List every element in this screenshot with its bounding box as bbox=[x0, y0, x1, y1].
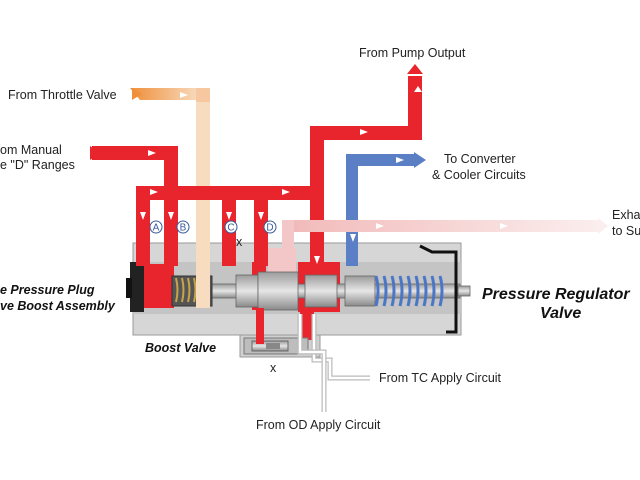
port-a-label: A bbox=[153, 223, 160, 234]
port-d-marker bbox=[263, 220, 277, 234]
throttle-valve-label: From Throttle Valve bbox=[8, 88, 117, 102]
regulator-spring bbox=[374, 275, 444, 307]
port-c-label: C bbox=[227, 223, 234, 234]
spring-retainer bbox=[419, 244, 458, 334]
exhaust-circuit bbox=[282, 218, 608, 264]
manual-valve-label-1: om Manual bbox=[0, 143, 62, 157]
pump-output-label: From Pump Output bbox=[359, 46, 466, 60]
boost-valve-label: Boost Valve bbox=[145, 341, 216, 355]
port-d-label: D bbox=[266, 223, 273, 234]
regulator-title-2: Valve bbox=[540, 305, 581, 322]
port-b-marker bbox=[176, 220, 190, 234]
regulator-title-1: Pressure Regulator bbox=[482, 286, 630, 303]
line-pressure-circuit bbox=[90, 64, 423, 344]
apply-circuits bbox=[297, 314, 370, 412]
regulator-spool bbox=[209, 271, 471, 311]
tc-apply-label: From TC Apply Circuit bbox=[379, 371, 502, 385]
flow-arrows bbox=[140, 86, 508, 264]
pressure-plug-label-2: ve Boost Assembly bbox=[0, 299, 116, 313]
manual-valve-label-2: e "D" Ranges bbox=[0, 158, 75, 172]
boost-exhaust-mark-x: x bbox=[270, 361, 277, 375]
pressure-plug-label-1: e Pressure Plug bbox=[0, 283, 95, 297]
port-a-marker bbox=[149, 220, 163, 234]
converter-circuit bbox=[346, 152, 426, 266]
exhaust-label-2: to Su bbox=[612, 224, 640, 238]
converter-label-2: & Cooler Circuits bbox=[432, 168, 526, 182]
port-c-marker bbox=[224, 220, 238, 234]
converter-label-1: To Converter bbox=[444, 152, 516, 166]
exhaust-label-1: Exha bbox=[612, 208, 640, 222]
od-apply-label: From OD Apply Circuit bbox=[256, 418, 381, 432]
port-b-label: B bbox=[180, 223, 187, 234]
port-markers: A B C D bbox=[149, 220, 277, 234]
exhaust-mark-x: x bbox=[236, 235, 243, 249]
